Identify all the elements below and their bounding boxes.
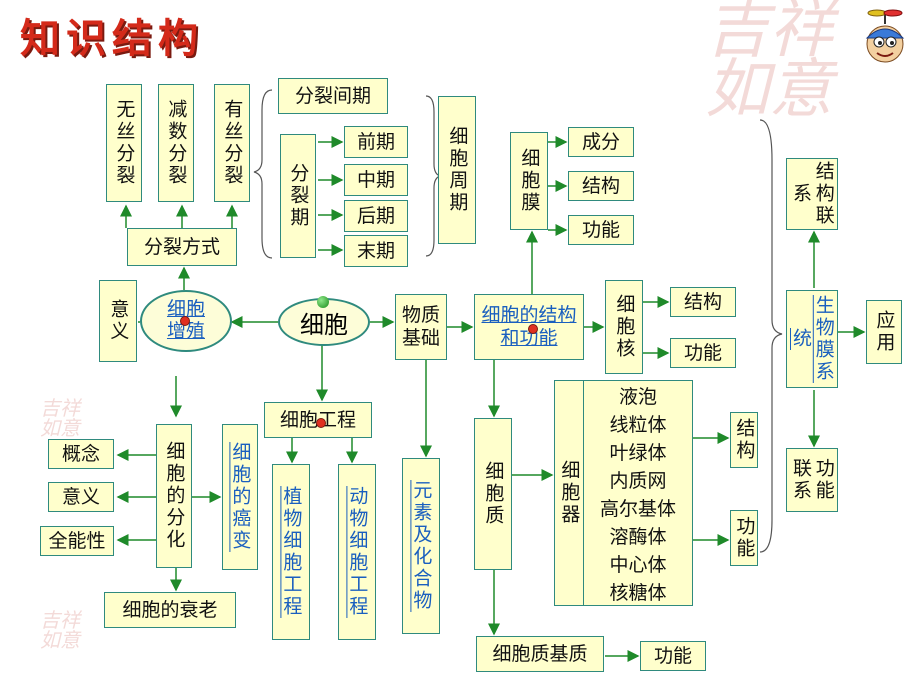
node-moqi: 末期	[344, 235, 408, 267]
node-yousi-fenlie: 有丝分裂	[214, 84, 250, 202]
node-jianshu-fenlie: 减数分裂	[158, 84, 194, 202]
bullet-dot	[316, 418, 326, 428]
node-fenlieqi: 分裂期	[280, 134, 316, 258]
node-wuzhi-jichu: 物质基础	[395, 294, 447, 360]
node-yuansu-huahewu[interactable]: 元素及化合物	[402, 458, 440, 634]
node-fenhua-yiyi: 意义	[48, 482, 114, 512]
node-organelle-list: 液泡 线粒体 叶绿体 内质网 高尔基体 溶酶体 中心体 核糖体	[583, 380, 693, 606]
node-xibao-label: 细胞	[300, 310, 348, 339]
watermark-logo: 吉祥如意	[705, 0, 833, 127]
node-xibao-zhouqi: 细胞周期	[438, 96, 476, 244]
node-shengwumo-xitong[interactable]: 生物膜系统	[786, 290, 838, 388]
organelle-item: 液泡	[618, 385, 657, 408]
node-yingyong: 应用	[866, 300, 902, 364]
organelle-item: 溶酶体	[609, 525, 667, 548]
organelle-item: 叶绿体	[609, 441, 667, 464]
node-qianqi: 前期	[344, 126, 408, 158]
node-he-jiegou: 结构	[670, 287, 736, 317]
node-fenlie-jianqi: 分裂间期	[278, 78, 388, 114]
node-zhiwu-gongcheng[interactable]: 植物细胞工程	[272, 464, 310, 640]
node-jizhi-gongneng: 功能	[640, 641, 706, 671]
node-he-gongneng: 功能	[670, 338, 736, 368]
node-jizhi: 细胞质基质	[476, 636, 604, 672]
node-fenlie-fangshi: 分裂方式	[127, 228, 237, 266]
node-jiegou-lianxi: 结构联系	[786, 158, 838, 230]
node-xibaohe: 细胞核	[605, 280, 643, 374]
organelle-item: 内质网	[609, 469, 667, 492]
node-yiyi-left: 意义	[99, 280, 137, 362]
organelle-item: 线粒体	[609, 413, 667, 436]
bullet-dot	[528, 324, 538, 334]
bullet-dot	[317, 296, 329, 308]
node-wusi-fenlie: 无丝分裂	[106, 84, 142, 202]
node-jiegou-gongneng-label[interactable]: 细胞的结构和功能	[481, 304, 577, 349]
watermark-logo: 吉祥如意	[40, 608, 80, 652]
node-houqi: 后期	[344, 200, 408, 232]
page-title: 知识结构	[20, 15, 204, 62]
node-gainian: 概念	[48, 439, 114, 469]
organelle-item: 高尔基体	[599, 497, 676, 520]
organelle-item: 核糖体	[609, 581, 667, 604]
node-xibao-fenhua: 细胞的分化	[156, 424, 192, 568]
watermark-logo: 吉祥如意	[40, 396, 80, 440]
node-gongneng-lianxi: 功能联系	[786, 448, 838, 512]
mascot-icon	[865, 9, 905, 63]
node-qi-gongneng: 功能	[730, 510, 758, 566]
node-xibao-shuailao: 细胞的衰老	[104, 592, 236, 628]
node-wuzhi-label: 物质基础	[401, 304, 440, 349]
node-xibaoqi: 细胞器	[554, 380, 584, 606]
organelle-item: 中心体	[609, 553, 667, 576]
node-xibaomo: 细胞膜	[510, 132, 548, 230]
node-xibaozhi: 细胞质	[474, 418, 512, 570]
node-zhongqi: 中期	[344, 164, 408, 196]
node-mo-jiegou: 结构	[568, 171, 634, 201]
node-dongwu-gongcheng[interactable]: 动物细胞工程	[338, 464, 376, 640]
node-qi-jiegou: 结构	[730, 412, 758, 468]
node-xibao-aibian[interactable]: 细胞的癌变	[222, 424, 258, 570]
bullet-dot	[180, 316, 190, 326]
node-mo-gongneng: 功能	[568, 215, 634, 245]
node-chengfen: 成分	[568, 127, 634, 157]
node-xibao-zengzhi-label[interactable]: 细胞增殖	[166, 298, 205, 342]
node-quanneng: 全能性	[40, 526, 114, 556]
